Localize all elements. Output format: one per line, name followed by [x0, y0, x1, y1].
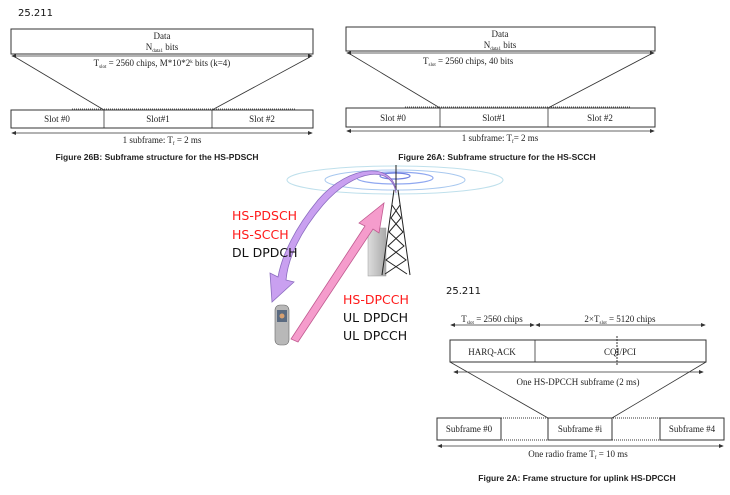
data-label: Data [492, 29, 509, 39]
tslot-label: Tslot = 2560 chips, 40 bits [423, 56, 514, 68]
t2-label: 2×Tslot = 5120 chips [584, 314, 656, 326]
subframe-4: Subframe #4 [669, 424, 716, 434]
figure-26a: Data Ndata1 bits Tslot = 2560 chips, 40 … [345, 26, 656, 162]
downlink-arrow [269, 170, 397, 303]
downlink-channels: HS-PDSCH HS-SCCH DL DPDCH [232, 208, 297, 260]
subframe-0: Subframe #0 [446, 424, 493, 434]
spec-number: 25.211 [18, 8, 53, 19]
subframe-label: 1 subframe: Tf = 2 ms [123, 135, 202, 147]
slot-2: Slot #2 [249, 114, 275, 124]
spec-number: 25.211 [446, 286, 481, 297]
data-field-box [10, 28, 314, 55]
subframe-i: Subframe #i [558, 424, 603, 434]
figure-caption: Figure 26B: Subframe structure for the H… [55, 152, 258, 162]
tslot-label: Tslot = 2560 chips, M*10*2k bits (k=4) [94, 58, 231, 70]
ndata-label: Ndata1 bits [484, 40, 517, 52]
channel-hs-dpcch: HS-DPCCH [343, 292, 409, 307]
tslot-label: Tslot = 2560 chips [461, 314, 523, 326]
uplink-arrow [290, 202, 385, 343]
harq-ack-field: HARQ-ACK [468, 347, 516, 357]
figure-caption: Figure 26A: Subframe structure for the H… [398, 152, 595, 162]
slot-1: Slot#1 [482, 113, 506, 123]
figure-2a: 25.211 Tslot = 2560 chips 2×Tslot = 5120… [436, 286, 725, 483]
radio-frame-label: One radio frame Tf = 10 ms [528, 449, 628, 461]
slot-0: Slot #0 [44, 114, 70, 124]
slot-1: Slot#1 [146, 114, 170, 124]
channel-ul-dpdch: UL DPDCH [343, 310, 408, 325]
phone-icon [274, 304, 290, 346]
subframe-label: 1 subframe: Tf= 2 ms [462, 133, 539, 145]
cqi-pci-field: CQI/PCI [604, 347, 636, 357]
channel-dl-dpdch: DL DPDCH [232, 245, 297, 260]
uplink-channels: HS-DPCCH UL DPDCH UL DPCCH [343, 292, 409, 343]
figure-caption: Figure 2A: Frame structure for uplink HS… [478, 473, 675, 483]
figure-26b: 25.211 Data Ndata1 bits Tslot = 2560 chi… [10, 8, 314, 162]
channel-hs-scch: HS-SCCH [232, 227, 289, 242]
subframe-label: One HS-DPCCH subframe (2 ms) [517, 377, 640, 387]
slot-0: Slot #0 [380, 113, 406, 123]
slot-2: Slot #2 [587, 113, 613, 123]
ndata-label: Ndata1 bits [146, 42, 179, 54]
channel-hs-pdsch: HS-PDSCH [232, 208, 297, 223]
base-station-illustration [286, 165, 504, 277]
tower-icon [381, 165, 411, 276]
data-label: Data [154, 31, 171, 41]
channel-ul-dpcch: UL DPCCH [343, 328, 407, 343]
